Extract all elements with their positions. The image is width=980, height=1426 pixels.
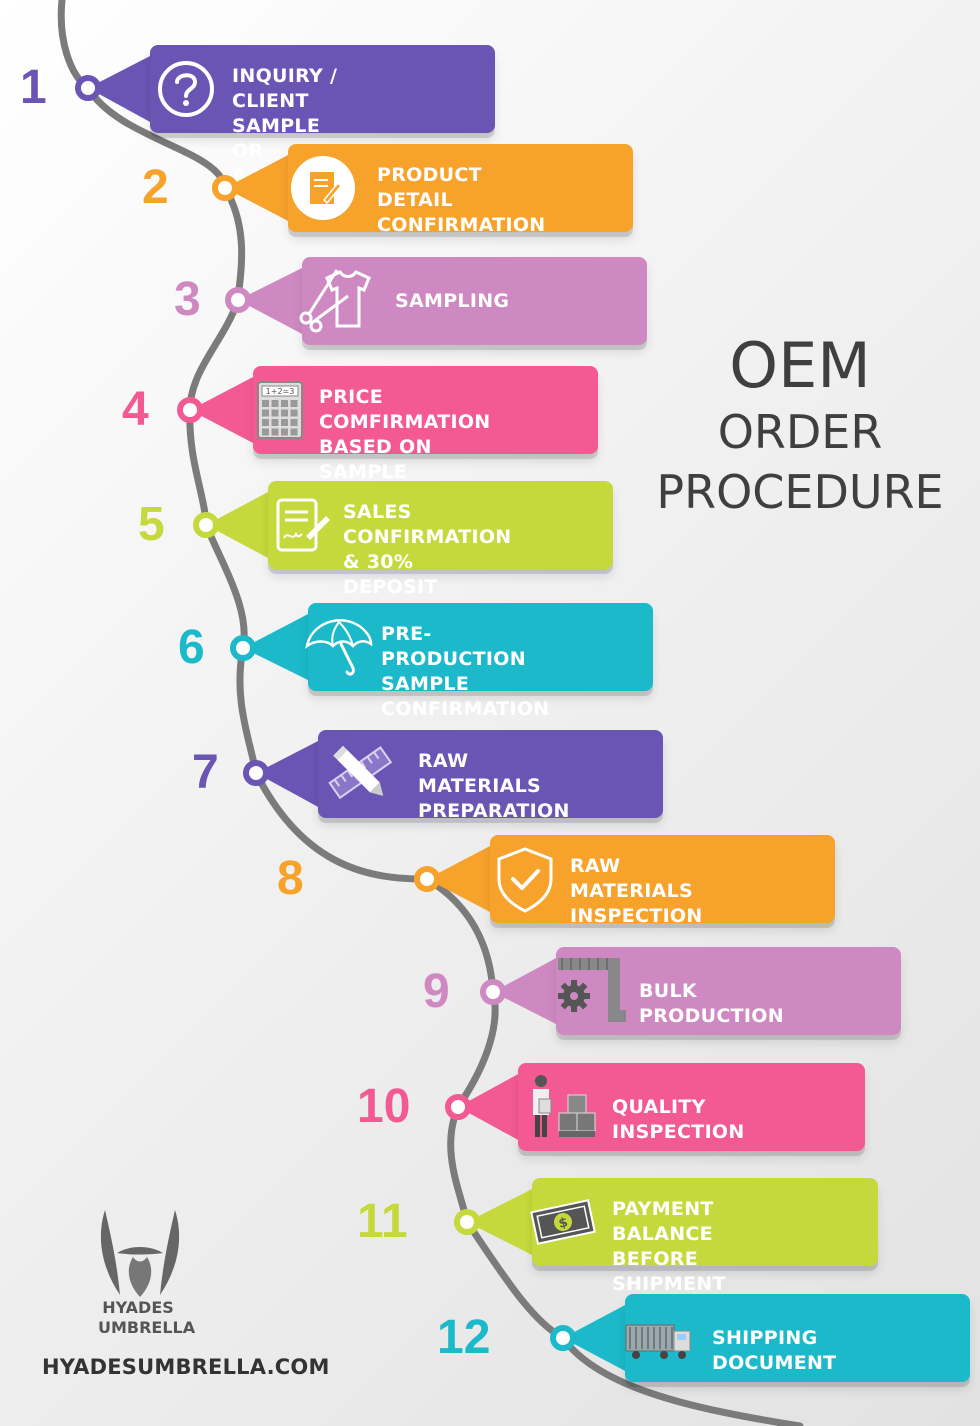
step-label: PRE-PRODUCTION SAMPLE CONFIRMATION <box>381 623 550 720</box>
step-number: 11 <box>357 1195 408 1248</box>
title-line-order: ORDER <box>717 405 883 459</box>
step-card <box>150 45 495 133</box>
umbrella-icon <box>303 614 375 684</box>
step-number: 5 <box>138 498 165 551</box>
brand-name: HYADES UMBRELLA <box>98 1298 196 1337</box>
brand-website-link[interactable]: HYADESUMBRELLA.COM <box>42 1355 330 1379</box>
timeline-node <box>414 866 440 892</box>
step-label: RAW MATERIALS INSPECTION <box>570 855 703 927</box>
timeline-node <box>445 1094 471 1120</box>
step-card <box>490 835 835 923</box>
step-number: 7 <box>192 746 219 799</box>
step-label: BULK PRODUCTION <box>639 979 784 1027</box>
timeline-node <box>454 1209 480 1235</box>
dollar-bill-icon: $ <box>530 1198 596 1250</box>
step-number: 4 <box>122 383 149 436</box>
title-line-oem: OEM <box>729 329 871 402</box>
step-label: SAMPLING <box>395 289 510 312</box>
step-card <box>253 366 598 454</box>
pencil-ruler-icon <box>320 734 400 818</box>
step-label: RAW MATERIALS PREPARATION <box>418 750 570 822</box>
step-number: 9 <box>423 965 450 1018</box>
worker-boxes-icon <box>519 1069 603 1149</box>
step-number: 10 <box>357 1080 411 1133</box>
page-title: OEM ORDER PROCEDURE <box>640 330 960 522</box>
signed-contract-icon <box>270 494 332 560</box>
step-card <box>308 603 653 691</box>
hyades-logo-icon <box>100 1210 180 1297</box>
step-number: 12 <box>437 1311 491 1364</box>
edit-document-icon <box>290 155 356 225</box>
step-label: PRODUCT DETAIL CONFIRMATION <box>377 164 546 236</box>
step-number: 2 <box>142 161 169 214</box>
question-icon <box>155 58 217 124</box>
step-label: SALES CONFIRMATION & 30% DEPOSIT <box>343 501 512 598</box>
timeline-node <box>230 635 256 661</box>
step-number: 1 <box>20 61 47 114</box>
timeline-node <box>212 175 238 201</box>
step-number: 8 <box>277 852 304 905</box>
step-number: 6 <box>178 621 205 674</box>
timeline-node <box>193 512 219 538</box>
step-card <box>268 481 613 569</box>
svg-text:$: $ <box>557 1215 569 1232</box>
calculator-icon: 1+2=3 <box>256 380 304 444</box>
svg-text:1+2=3: 1+2=3 <box>266 387 295 396</box>
step-number: 3 <box>174 273 201 326</box>
step-label: PRICE COMFIRMATION BASED ON SAMPLE <box>319 386 491 483</box>
shield-check-icon <box>493 845 557 917</box>
timeline-node <box>550 1325 576 1351</box>
step-label: QUALITY INSPECTION <box>612 1095 745 1143</box>
timeline-node <box>480 979 506 1005</box>
timeline-node <box>177 397 203 423</box>
conveyor-gear-icon <box>552 956 632 1030</box>
scissors-shirt-icon <box>292 266 372 340</box>
timeline-node <box>225 287 251 313</box>
shipping-container-icon <box>622 1315 696 1365</box>
step-label: PAYMENT BALANCE BEFORE SHIPMENT <box>612 1198 726 1295</box>
step-label: SHIPPING DOCUMENT <box>712 1326 837 1374</box>
title-line-procedure: PROCEDURE <box>656 465 944 519</box>
timeline-node <box>75 75 101 101</box>
timeline-node <box>243 760 269 786</box>
